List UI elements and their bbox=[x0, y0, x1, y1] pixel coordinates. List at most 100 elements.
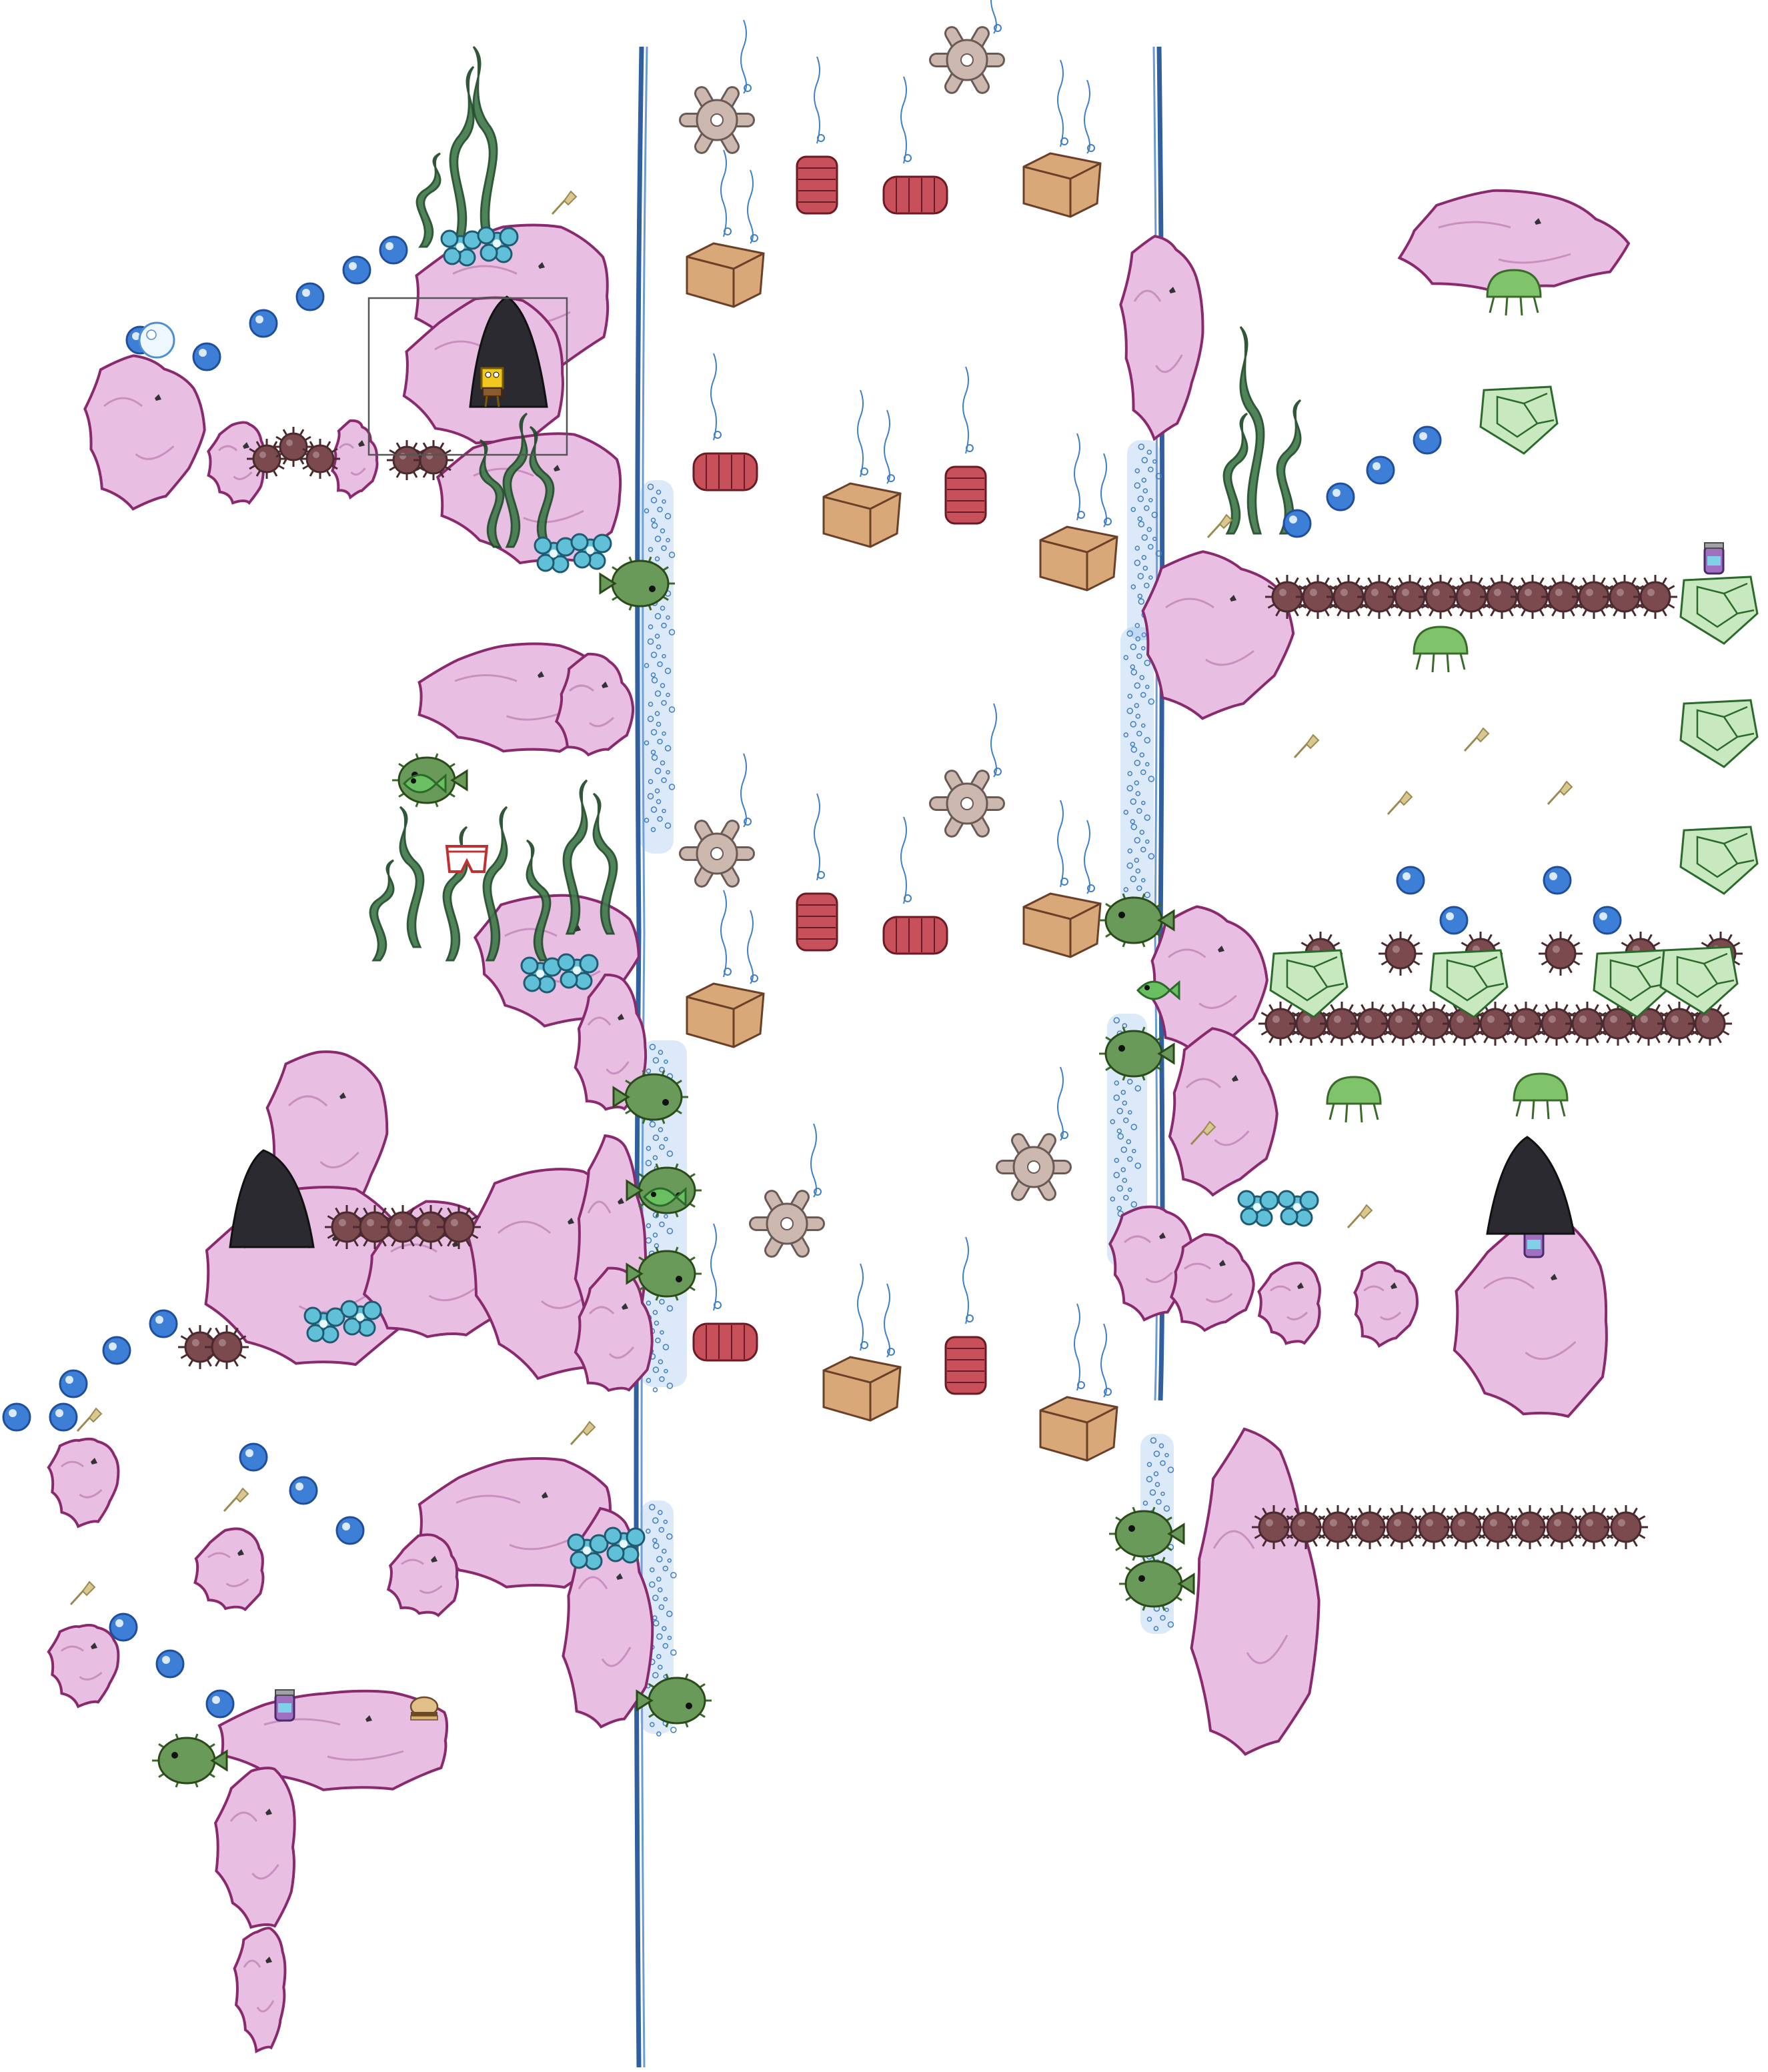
spatula-icon[interactable] bbox=[1347, 1204, 1373, 1229]
crate-icon bbox=[686, 149, 765, 308]
underpants-icon[interactable] bbox=[445, 845, 489, 873]
green-crystal-rock-icon bbox=[1679, 576, 1759, 645]
bubble-icon[interactable] bbox=[335, 1516, 365, 1545]
bubble-icon[interactable] bbox=[2, 1402, 31, 1432]
rock bbox=[1150, 905, 1268, 1056]
jelly-jar-icon[interactable] bbox=[274, 1689, 295, 1722]
sea-urchin-icon bbox=[1688, 1002, 1732, 1046]
jelly-jar-icon[interactable] bbox=[1703, 542, 1725, 575]
sea-urchin-icon bbox=[300, 439, 340, 479]
seaweed bbox=[415, 152, 441, 248]
bubble-icon[interactable] bbox=[295, 282, 325, 311]
bubble-icon[interactable] bbox=[1326, 482, 1355, 511]
barrel-icon bbox=[692, 353, 758, 491]
spatula-icon[interactable] bbox=[223, 1487, 249, 1512]
cog-icon bbox=[996, 1066, 1072, 1201]
green-crystal-rock-icon bbox=[1429, 949, 1509, 1018]
bubble-icon[interactable] bbox=[49, 1402, 78, 1432]
bubble-icon[interactable] bbox=[1439, 906, 1469, 935]
puffer-fish-icon bbox=[612, 1070, 688, 1124]
bubble-icon[interactable] bbox=[342, 255, 371, 285]
sea-urchin-icon bbox=[1572, 575, 1616, 619]
spatula-icon[interactable] bbox=[1293, 734, 1320, 759]
bubble-icon[interactable] bbox=[59, 1369, 88, 1398]
jellyfish-icon bbox=[1413, 626, 1469, 673]
bubble-icon[interactable] bbox=[1593, 906, 1622, 935]
sea-urchin-icon bbox=[1627, 1002, 1671, 1046]
props-layer bbox=[679, 0, 1118, 1462]
spatula-icon[interactable] bbox=[69, 1581, 96, 1606]
seaweed bbox=[562, 779, 588, 935]
spatula-icon[interactable] bbox=[570, 1420, 596, 1446]
green-crystal-rock-icon bbox=[1479, 385, 1559, 455]
bubble-icon[interactable] bbox=[1413, 425, 1442, 455]
bubble-icon[interactable] bbox=[1282, 509, 1312, 538]
spatula-icon[interactable] bbox=[1206, 513, 1233, 539]
bubble-icon[interactable] bbox=[192, 342, 221, 371]
rock bbox=[1353, 1260, 1419, 1348]
sea-urchin-icon bbox=[1327, 575, 1371, 619]
crate-icon bbox=[686, 890, 765, 1048]
spatula-icon[interactable] bbox=[1190, 1120, 1216, 1146]
bubble-icon[interactable] bbox=[102, 1336, 131, 1365]
spatula-icon[interactable] bbox=[1387, 790, 1413, 816]
cog-icon bbox=[929, 0, 1005, 94]
blue-coral-icon bbox=[303, 1306, 345, 1344]
bubble-icon[interactable] bbox=[205, 1689, 235, 1719]
blue-coral-icon bbox=[534, 536, 576, 574]
cog-icon bbox=[929, 703, 1005, 838]
seaweed bbox=[472, 45, 498, 248]
sea-urchin-icon bbox=[1357, 575, 1401, 619]
seaweed bbox=[442, 826, 468, 962]
rock bbox=[47, 1623, 120, 1709]
bubble-icon[interactable] bbox=[1396, 866, 1425, 895]
seaweed bbox=[482, 806, 508, 962]
puffer-fish-icon bbox=[1099, 1026, 1175, 1081]
cave-entrance-right bbox=[1486, 1136, 1575, 1235]
bubble-icon[interactable] bbox=[149, 1309, 178, 1338]
bubble-icon[interactable] bbox=[379, 235, 408, 265]
bubble-icon[interactable] bbox=[155, 1649, 185, 1679]
jellyfish-icon bbox=[1513, 1072, 1569, 1120]
bubble-icon[interactable] bbox=[249, 309, 278, 338]
bubble-icon[interactable] bbox=[1366, 455, 1395, 485]
sea-urchin-icon bbox=[1633, 575, 1677, 619]
bubble-icon[interactable] bbox=[1543, 866, 1572, 895]
seaweed bbox=[526, 839, 552, 962]
sea-urchin-icon bbox=[413, 440, 454, 480]
spatula-icon[interactable] bbox=[551, 190, 578, 215]
spatula-icon[interactable] bbox=[1463, 727, 1490, 752]
spatula-icon[interactable] bbox=[76, 1407, 103, 1432]
puffer-fish-icon bbox=[1109, 1506, 1185, 1561]
spatula-icon[interactable] bbox=[1547, 780, 1573, 806]
seaweed bbox=[369, 859, 395, 962]
sea-urchin-icon bbox=[1252, 1505, 1296, 1549]
rock bbox=[417, 1457, 612, 1589]
sponge-character-icon[interactable] bbox=[480, 367, 504, 407]
seaweed bbox=[399, 806, 425, 948]
bubble-icon[interactable] bbox=[289, 1476, 318, 1505]
burger-icon[interactable] bbox=[409, 1696, 439, 1721]
rock bbox=[555, 652, 635, 757]
glass-bubble-icon[interactable] bbox=[138, 321, 175, 359]
rock bbox=[1170, 1233, 1255, 1332]
seaweed-layer bbox=[369, 45, 1302, 962]
bubble-icon[interactable] bbox=[109, 1613, 138, 1642]
foam-band bbox=[1120, 627, 1155, 920]
rock bbox=[83, 354, 206, 511]
puffer-fish-icon bbox=[1119, 1557, 1195, 1611]
blue-coral-icon bbox=[557, 953, 599, 990]
blue-coral-icon bbox=[477, 226, 519, 263]
puffer-fish-icon bbox=[1099, 893, 1175, 948]
blue-coral-icon bbox=[1237, 1190, 1279, 1227]
sea-urchin-icon bbox=[437, 1205, 481, 1249]
sea-urchin-icon bbox=[1419, 575, 1463, 619]
rock bbox=[1397, 189, 1631, 293]
seaweed bbox=[1276, 399, 1302, 535]
crate-icon bbox=[822, 389, 902, 548]
barrel-icon bbox=[944, 1236, 987, 1395]
bubble-icon[interactable] bbox=[239, 1442, 268, 1472]
cave-entrance-left bbox=[229, 1149, 315, 1248]
sea-urchin-icon bbox=[1604, 1505, 1648, 1549]
sea-urchin-icon bbox=[247, 439, 287, 479]
